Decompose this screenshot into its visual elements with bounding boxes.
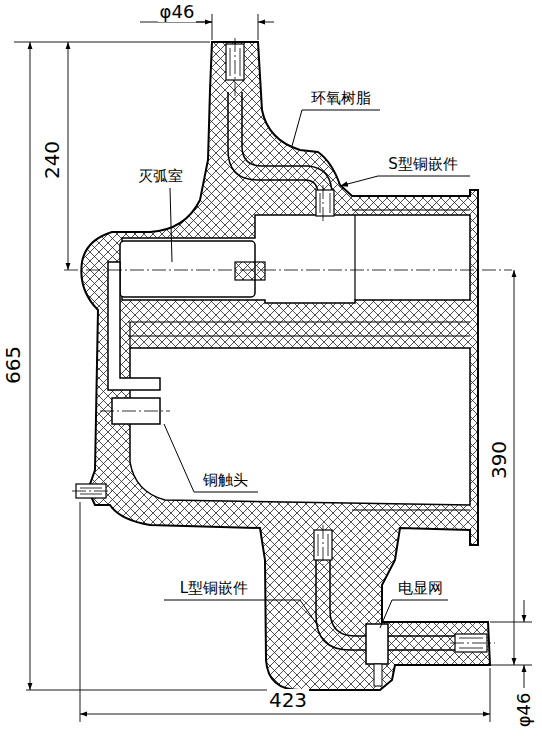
- dimension-text: 665: [2, 344, 24, 386]
- thread-lines: [80, 48, 483, 648]
- leaders: [164, 110, 470, 628]
- dim-line: [258, 22, 274, 23]
- dim-line: [68, 42, 69, 270]
- sensor-mesh: [366, 624, 388, 664]
- bottom-pin: [374, 664, 382, 686]
- epoxy-body: [76, 42, 490, 690]
- leader-line: [292, 110, 380, 146]
- part-label: 铜触头: [201, 472, 250, 489]
- s-insert: [316, 190, 334, 216]
- dimension-text: φ46: [158, 2, 197, 22]
- dim-line: [514, 270, 515, 665]
- part-label: L型铜嵌件: [178, 580, 250, 597]
- dim-line: [196, 22, 212, 23]
- dimension-text: 390: [488, 439, 510, 481]
- top-conductor: [228, 92, 332, 195]
- right-flange: [352, 210, 470, 510]
- centerlines: [64, 38, 512, 643]
- part-label: 灭弧室: [136, 168, 185, 185]
- part-label: 环氧树脂: [309, 90, 373, 107]
- leader-line: [164, 600, 318, 626]
- contact-arm: [108, 262, 160, 390]
- dimension-text: φ46: [514, 691, 534, 730]
- leader-line: [170, 188, 172, 262]
- dimension-text: 423: [267, 689, 309, 711]
- dim-line: [524, 665, 525, 688]
- leader-line: [164, 424, 258, 492]
- leader-line: [340, 176, 470, 186]
- chamber-bolt: [235, 262, 265, 280]
- dim-line: [30, 42, 31, 690]
- main-bore-cavity: [130, 348, 470, 505]
- dim-line: [80, 714, 490, 715]
- dim-line: [524, 600, 525, 622]
- leader-line: [380, 600, 448, 628]
- epoxy-outline: [81, 42, 490, 690]
- part-label: S型铜嵌件: [386, 156, 460, 173]
- extension-lines: [14, 14, 532, 722]
- part-label: 电显网: [396, 580, 445, 597]
- dimension-text: 240: [41, 139, 63, 181]
- centerline: [64, 38, 512, 643]
- dimensions: [14, 14, 532, 722]
